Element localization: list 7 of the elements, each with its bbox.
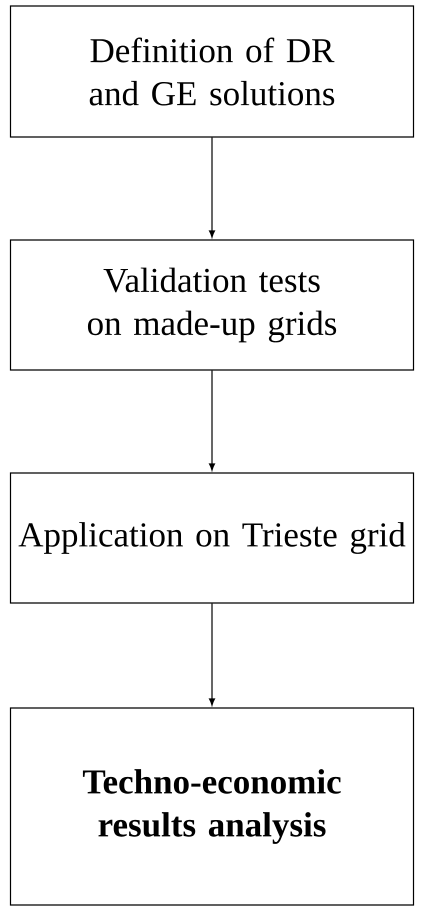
process-box: Definition of DR and GE solutions (10, 5, 414, 138)
process-box: Validation tests on made-up grids (10, 239, 414, 371)
arrow (208, 138, 216, 238)
arrow (208, 370, 216, 471)
process-box: Application on Trieste grid (10, 472, 414, 604)
process-box: Techno-economic results analysis (10, 707, 414, 906)
arrow (208, 604, 216, 706)
